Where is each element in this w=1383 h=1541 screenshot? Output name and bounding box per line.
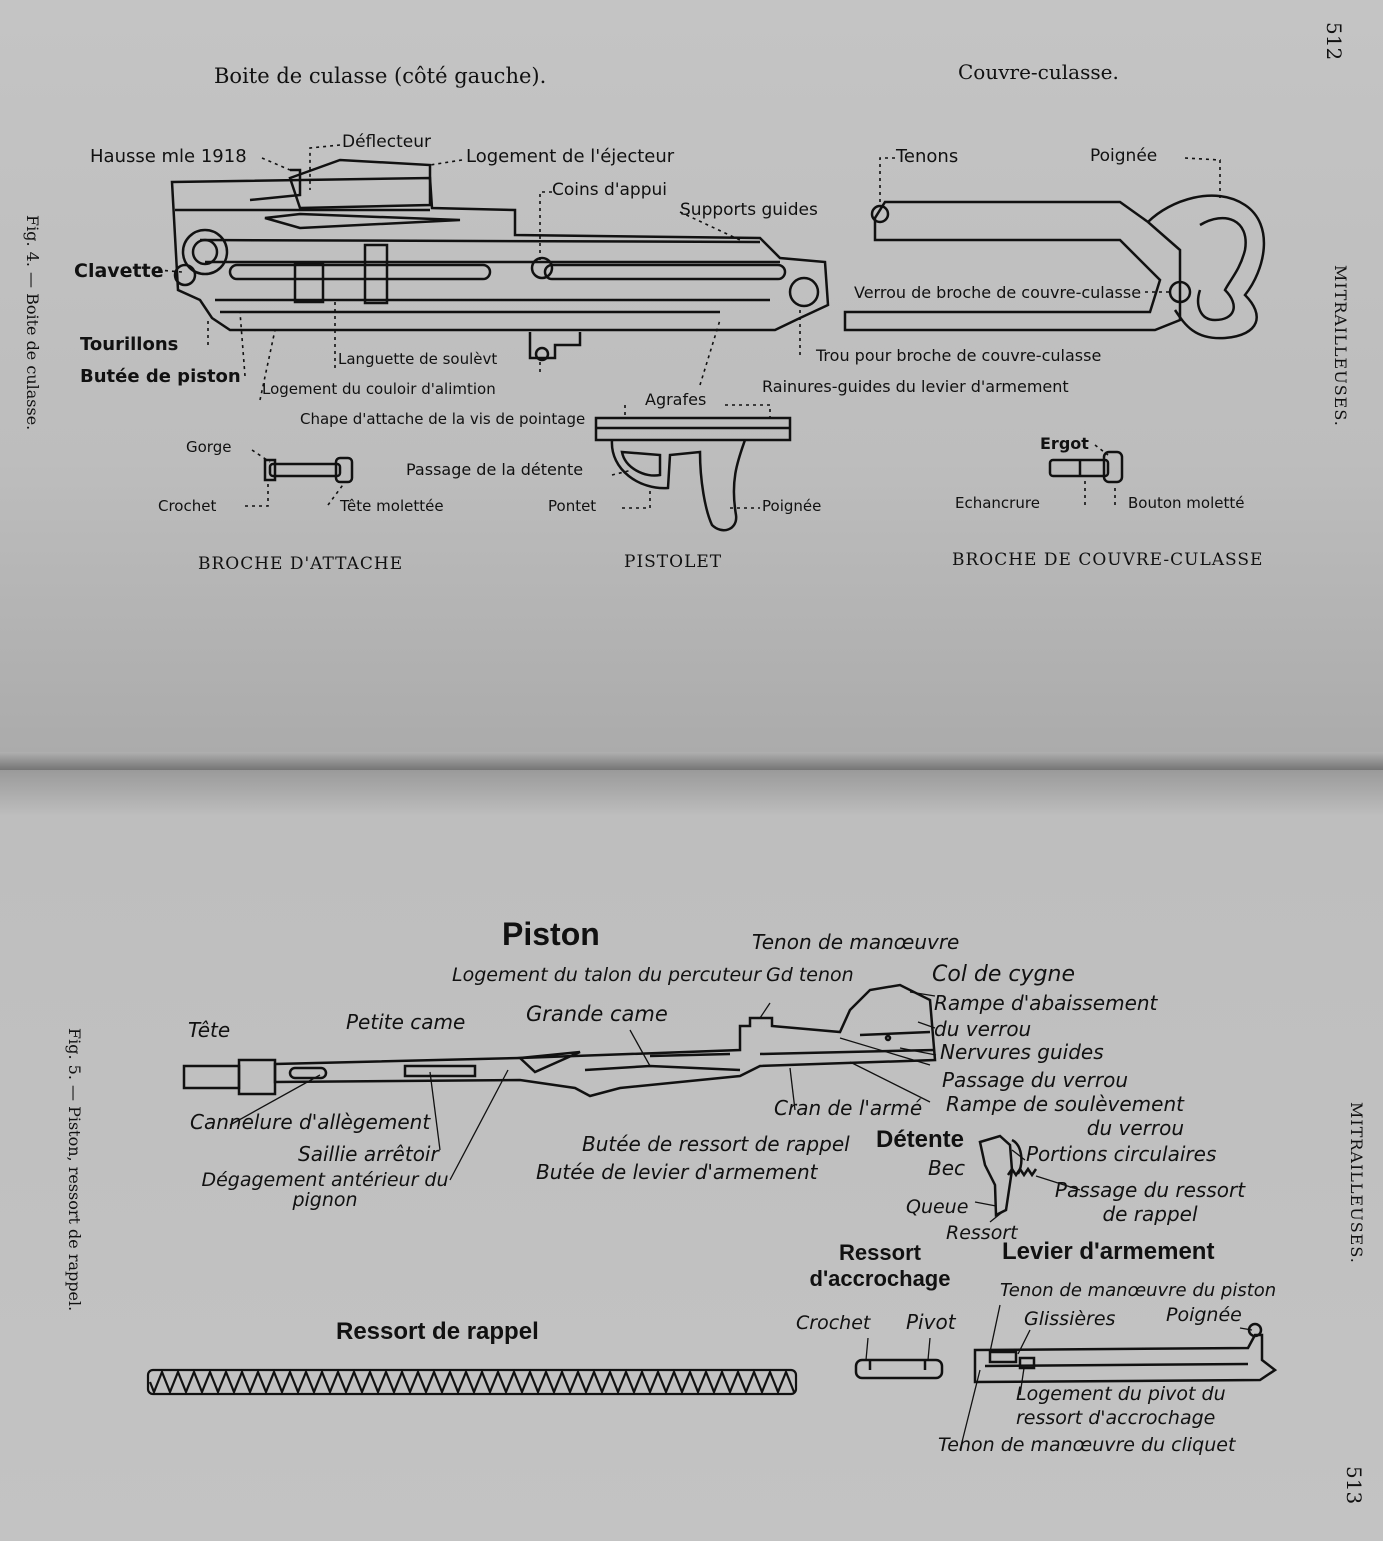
label-rampe-soulevement: Rampe de soulèvement du verrou	[946, 1092, 1184, 1140]
label-grande-came: Grande came	[526, 1002, 668, 1026]
levier-drawing	[973, 1322, 1278, 1384]
ressort-accrochage-drawing	[854, 1358, 944, 1380]
label-petite-came: Petite came	[346, 1010, 466, 1034]
page-512: 512 MITRAILLEUSES. Fig. 4. — Boite de cu…	[0, 0, 1383, 770]
title-detente: Détente	[876, 1126, 965, 1153]
label-tenon-piston: Tenon de manœuvre du piston	[1000, 1280, 1277, 1301]
broche-attache-drawing	[263, 456, 354, 484]
label-butee-piston: Butée de piston	[80, 366, 241, 387]
label-tete-molettee: Tête molettée	[340, 497, 444, 515]
label-poignee-levier: Poignée	[1166, 1304, 1242, 1326]
label-tenon-manoeuvre: Tenon de manœuvre	[752, 930, 960, 954]
label-gd-tenon: Gd tenon	[766, 964, 854, 986]
label-passage-detente: Passage de la détente	[406, 460, 584, 479]
label-butee-ressort: Butée de ressort de rappel	[582, 1132, 850, 1156]
label-passage-ressort: Passage du ressort de rappel	[1054, 1178, 1246, 1226]
label-nervures: Nervures guides	[940, 1040, 1104, 1064]
label-coins-appui: Coins d'appui	[552, 180, 667, 200]
label-trou-broche: Trou pour broche de couvre-culasse	[816, 346, 1102, 365]
label-crochet-bottom: Crochet	[796, 1312, 871, 1334]
label-col-cygne: Col de cygne	[932, 962, 1075, 987]
title-broche-attache: BROCHE D'ATTACHE	[198, 554, 404, 574]
label-logement-pivot: Logement du pivot du ressort d'accrochag…	[1016, 1383, 1226, 1429]
label-crochet-top: Crochet	[158, 497, 217, 515]
label-logement-ejecteur: Logement de l'éjecteur	[466, 146, 675, 167]
piston-tete	[182, 1064, 241, 1090]
label-ergot: Ergot	[1040, 434, 1089, 453]
label-portions: Portions circulaires	[1026, 1142, 1217, 1166]
label-languette: Languette de soulèvt	[338, 350, 498, 368]
label-echancrure: Echancrure	[955, 494, 1040, 512]
label-gorge: Gorge	[186, 438, 232, 456]
label-cran-arme: Cran de l'armé	[774, 1096, 923, 1120]
title-levier: Levier d'armement	[1002, 1238, 1215, 1265]
label-chape: Chape d'attache de la vis de pointage	[300, 410, 586, 428]
label-hausse: Hausse mle 1918	[90, 146, 247, 167]
label-verrou-broche: Verrou de broche de couvre-culasse	[854, 283, 1142, 302]
receiver-drawing	[157, 144, 1266, 532]
title-cover: Couvre-culasse.	[958, 60, 1119, 84]
broche-couvre-drawing	[1048, 450, 1124, 484]
label-rampe-abaissement: Rampe d'abaissement du verrou	[934, 991, 1158, 1041]
label-clavette: Clavette	[74, 260, 164, 282]
label-logement-couloir: Logement du couloir d'alimtion	[262, 380, 496, 398]
label-cannelure: Cannelure d'allègement	[190, 1110, 431, 1134]
title-receiver: Boite de culasse (côté gauche).	[214, 64, 547, 88]
title-ressort-rappel: Ressort de rappel	[336, 1318, 539, 1345]
label-bec: Bec	[928, 1156, 966, 1180]
label-deflecteur: Déflecteur	[342, 132, 431, 152]
label-poignee-cover: Poignée	[1090, 146, 1158, 166]
label-pivot: Pivot	[906, 1310, 956, 1334]
cover-drawing	[843, 194, 1266, 340]
page-513: Fig. 5. — Piston, ressort de rappel. MIT…	[0, 770, 1383, 1541]
label-butee-levier: Butée de levier d'armement	[536, 1160, 818, 1184]
label-degagement: Dégagement antérieur du pignon	[201, 1169, 449, 1211]
label-logement-talon: Logement du talon du percuteur	[452, 964, 762, 986]
ressort-rappel-drawing	[146, 1368, 798, 1396]
label-glissieres: Glissières	[1024, 1308, 1116, 1330]
label-tenons: Tenons	[896, 146, 959, 167]
label-tourillons: Tourillons	[80, 334, 179, 355]
title-pistolet: PISTOLET	[624, 552, 723, 572]
label-agrafes: Agrafes	[645, 390, 707, 409]
label-saillie: Saillie arrêtoir	[298, 1142, 439, 1166]
label-supports-guides: Supports guides	[680, 200, 818, 220]
label-passage-verrou: Passage du verrou	[942, 1068, 1128, 1092]
title-piston: Piston	[502, 916, 600, 952]
piston-drawing	[146, 983, 1278, 1451]
title-ressort-accrochage: Ressort d'accrochage	[809, 1240, 951, 1291]
label-tenon-cliquet: Tenon de manœuvre du cliquet	[938, 1434, 1236, 1456]
title-broche-couvre: BROCHE DE COUVRE-CULASSE	[952, 550, 1264, 570]
label-queue: Queue	[906, 1196, 969, 1218]
detente-drawing	[978, 1134, 1038, 1217]
label-poignee-pistolet: Poignée	[762, 497, 822, 515]
label-bouton-molette: Bouton moletté	[1128, 494, 1245, 512]
label-tete: Tête	[188, 1018, 231, 1042]
label-pontet: Pontet	[548, 497, 597, 515]
receiver-body	[170, 176, 830, 332]
label-rainures: Rainures-guides du levier d'armement	[762, 377, 1069, 396]
pistolet-drawing	[594, 416, 792, 532]
label-ressort: Ressort	[946, 1222, 1018, 1244]
